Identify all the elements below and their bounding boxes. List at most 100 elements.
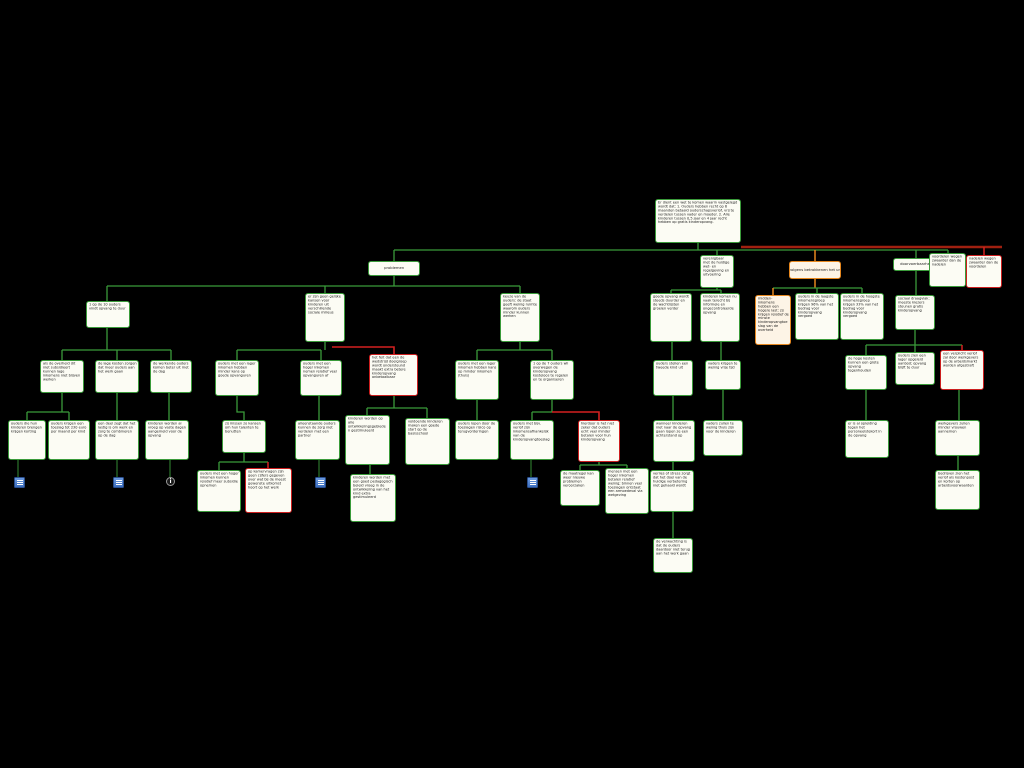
map-node-nadelen[interactable]: nadelen wegen zwaarder dan de voordelen [966,255,1002,288]
map-node-F[interactable]: midden-inkomens hebben een hogere last: … [755,295,791,345]
map-node-C2b[interactable]: hierdoor is het niet zeker dat ouders ec… [578,420,620,462]
map-node-text: doorvoerbaarheid [899,261,934,267]
map-node-text: de lage kosten zorgen dat meer ouders aa… [98,361,137,374]
map-node-text: een deel zegt dat het lastig is om werk … [98,421,136,438]
note-icon[interactable] [527,477,538,488]
map-node-B2a[interactable]: alleenstaande ouders kunnen de zorg niet… [295,420,340,460]
map-node-text: ouders met een hoger inkomen nemen relat… [303,361,337,378]
map-node-text: een verplicht verlof zal door werkgevers… [943,351,979,368]
map-node-D4[interactable]: de verwachting is dat de ouders daardoor… [653,538,693,573]
note-icon[interactable] [14,477,25,488]
map-node-text: wanneer kinderen niet naar de opvang gaa… [656,421,692,438]
map-node-text: ouders met bijv. verlof zijn inkomensafh… [513,421,550,442]
map-node-text: kinderen worden op alle ontwikkelingsgeb… [348,416,386,433]
map-node-B1d[interactable]: op kamervragen zijn geen cijfers gegeven… [245,468,292,513]
map-node-A3a[interactable]: kinderen worden al vroeg op vaste dagen … [145,420,189,460]
map-node-B[interactable]: er zijn geen gelijke kansen voor kindere… [305,293,345,342]
map-node-text: de verwachting is dat de ouders daardoor… [656,539,690,556]
map-node-C1[interactable]: ouders met een lager inkomen hebben kans… [455,360,499,400]
map-node-urgentie[interactable]: wat is volgens betrokkenen het urgentst? [789,261,841,279]
map-node-text: de maatregel kan weer nieuwe problemen v… [563,471,594,488]
map-node-text: ouders in de hoogste inkomensgroep krijg… [843,294,880,319]
map-node-E2[interactable]: vaders zullen te weinig thuis zijn voor … [703,420,743,456]
map-node-text: verenigbaar met de huidige wet- en regel… [703,256,730,277]
map-node-root[interactable]: Er dient een wet te komen waarin vastgel… [655,199,741,243]
map-node-C2[interactable]: 1 op de 7 ouders wil overwegen de kinder… [530,360,574,400]
map-node-text: voldoende kinderen maken een goede start… [408,419,443,436]
map-node-B3b[interactable]: voldoende kinderen maken een goede start… [405,418,450,465]
map-node-I1[interactable]: de hoge kosten kunnen een grote opvang t… [845,355,887,390]
map-node-text: ouders met een lager inkomen hebben mind… [218,361,256,378]
map-node-D[interactable]: goede opvang wordt steeds duurder en de … [650,293,692,342]
map-node-B1c[interactable]: ouders met een hoger inkomen kunnen rela… [197,470,241,512]
map-node-C2a[interactable]: ouders met bijv. verlof zijn inkomensafh… [510,420,554,460]
map-edge [552,411,600,420]
map-node-text: hierdoor is het niet zeker dat ouders ec… [581,421,615,442]
map-node-D3[interactable]: verlies of stress zorgt dat het doel van… [650,470,694,512]
map-node-text: alleenstaande ouders kunnen de zorg niet… [298,421,336,438]
map-node-A1[interactable]: als de overheid dit niet subsidieert kun… [40,360,84,393]
info-icon[interactable]: i [166,477,175,486]
map-node-J[interactable]: een verplicht verlof zal door werkgevers… [940,350,984,390]
map-node-A2a[interactable]: een deel zegt dat het lastig is om werk … [95,420,139,460]
map-node-text: bedrijven zien het verlof als kostenpost… [938,471,975,488]
map-node-B1[interactable]: ouders met een lager inkomen hebben mind… [215,360,259,396]
map-node-text: ouders lopen door de toeslagen risico op… [458,421,496,434]
map-node-B3[interactable]: het feit dat een de wedstrijd doelgroep … [369,354,418,396]
map-node-I2[interactable]: ouders zien een lager opgeleid aanbod; o… [895,352,935,385]
map-node-J1[interactable]: werkgevers zullen minder vrouwen aanneme… [935,420,980,456]
map-node-B2[interactable]: ouders met een hoger inkomen nemen relat… [300,360,342,396]
map-node-text: ouders stellen een tweede kind uit [656,361,689,370]
map-node-H[interactable]: ouders in de hoogste inkomensgroep krijg… [840,293,884,340]
map-node-text: voordelen wegen zwaarder dan de nadelen [932,254,963,267]
map-node-D2[interactable]: wanneer kinderen niet naar de opvang gaa… [653,420,695,462]
map-node-A1b[interactable]: ouders krijgen een toeslag tot 230 euro … [48,420,90,460]
map-node-B3a[interactable]: kinderen worden op alle ontwikkelingsgeb… [345,415,390,465]
map-node-text: ouders krijgen een toeslag tot 230 euro … [51,421,87,434]
map-node-text: vaders zullen te weinig thuis zijn voor … [706,421,736,434]
note-icon[interactable] [315,477,326,488]
map-node-haalbaarheid[interactable]: verenigbaar met de huidige wet- en regel… [700,255,734,288]
map-node-C[interactable]: keuze van de ouders: de staat geeft wein… [500,293,540,342]
map-node-A[interactable]: 1 op de 10 ouders vindt opvang te duur [86,301,130,328]
map-node-D1[interactable]: ouders stellen een tweede kind uit [653,360,693,396]
map-node-C2b2[interactable]: mensen met een hoger inkomen betalen rel… [605,468,649,514]
map-node-A1a[interactable]: ouders die hun kinderen brengen krijgen … [8,420,46,460]
map-node-text: er zijn geen gelijke kansen voor kindere… [308,294,341,315]
map-node-I2a[interactable]: er is al opleiding tegen het personeelst… [845,420,889,458]
map-node-B3c[interactable]: kinderen worden met een goed pedagogisch… [350,474,396,522]
map-node-B1a[interactable]: zij missen zo kansen om hun talenten te … [222,420,266,453]
map-node-C1a[interactable]: ouders lopen door de toeslagen risico op… [455,420,499,460]
map-node-A3[interactable]: de werkende ouders komen beter uit met d… [150,360,192,393]
map-node-text: ouders in de laagste inkomensgroep krijg… [798,294,834,319]
map-node-text: problemen [383,265,405,271]
map-node-text: 1 op de 7 ouders wil overwegen de kinder… [533,361,569,382]
map-node-text: Er dient een wet te komen waarin vastgel… [658,200,738,225]
map-node-text: als de overheid dit niet subsidieert kun… [43,361,81,382]
map-node-text: de hoge kosten kunnen een grote opvang t… [848,356,879,373]
note-icon[interactable] [113,477,124,488]
map-node-text: keuze van de ouders: de staat geeft wein… [503,294,538,319]
map-node-text: ouders met een hoger inkomen kunnen rela… [200,471,239,488]
map-node-voordelen[interactable]: voordelen wegen zwaarder dan de nadelen [929,253,966,287]
map-node-text: op kamervragen zijn geen cijfers gegeven… [248,469,286,490]
map-node-C2b1[interactable]: de maatregel kan weer nieuwe problemen v… [560,470,600,506]
map-node-text: kinderen komen nu vaak terecht bij infor… [703,294,737,315]
map-node-J2[interactable]: bedrijven zien het verlof als kostenpost… [935,470,980,510]
map-node-text: mensen met een hoger inkomen betalen rel… [608,469,643,498]
map-node-G[interactable]: ouders in de laagste inkomensgroep krijg… [795,293,839,340]
map-node-text: goede opvang wordt steeds duurder en de … [653,294,689,311]
map-node-E1[interactable]: vaders krijgen te weinig vrije tijd [705,360,741,390]
map-node-A2[interactable]: de lage kosten zorgen dat meer ouders aa… [95,360,139,393]
map-node-problemen[interactable]: problemen [368,261,420,276]
map-node-doorvoerbaarheid[interactable]: doorvoerbaarheid [893,258,940,271]
map-node-I[interactable]: sociaal draagvlak: meeste kiezers steune… [895,295,935,330]
map-node-text: ouders die hun kinderen brengen krijgen … [11,421,42,434]
map-node-E[interactable]: kinderen komen nu vaak terecht bij infor… [700,293,740,342]
map-node-text: 1 op de 10 ouders vindt opvang te duur [89,302,126,311]
map-node-text: zij missen zo kansen om hun talenten te … [225,421,261,434]
map-node-text: kinderen worden al vroeg op vaste dagen … [148,421,186,438]
map-node-text: er is al opleiding tegen het personeelst… [848,421,882,438]
map-node-text: het feit dat een de wedstrijd doelgroep … [372,355,407,380]
